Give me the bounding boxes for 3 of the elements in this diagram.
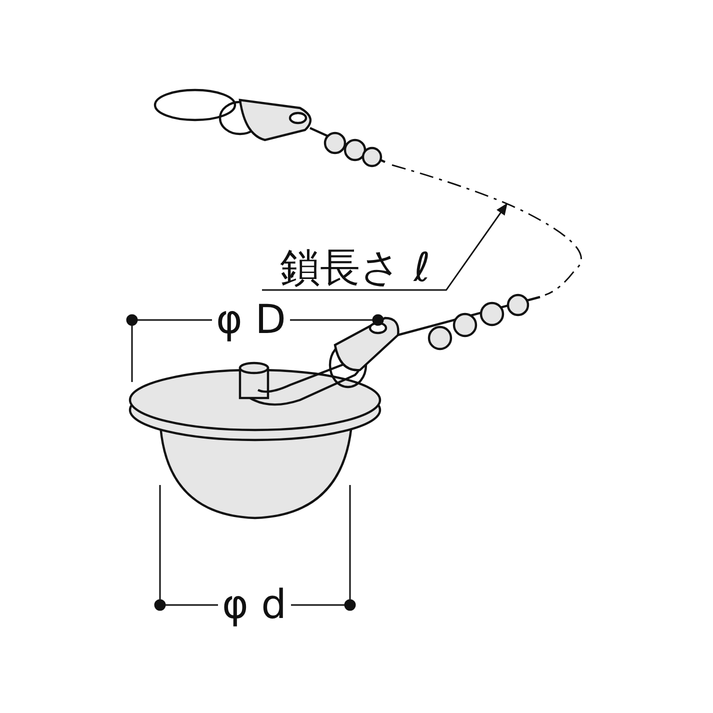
- leader-line: [262, 202, 508, 291]
- chain-length-label: 鎖長さ ℓ: [262, 246, 434, 290]
- chain-length-line: [392, 164, 582, 296]
